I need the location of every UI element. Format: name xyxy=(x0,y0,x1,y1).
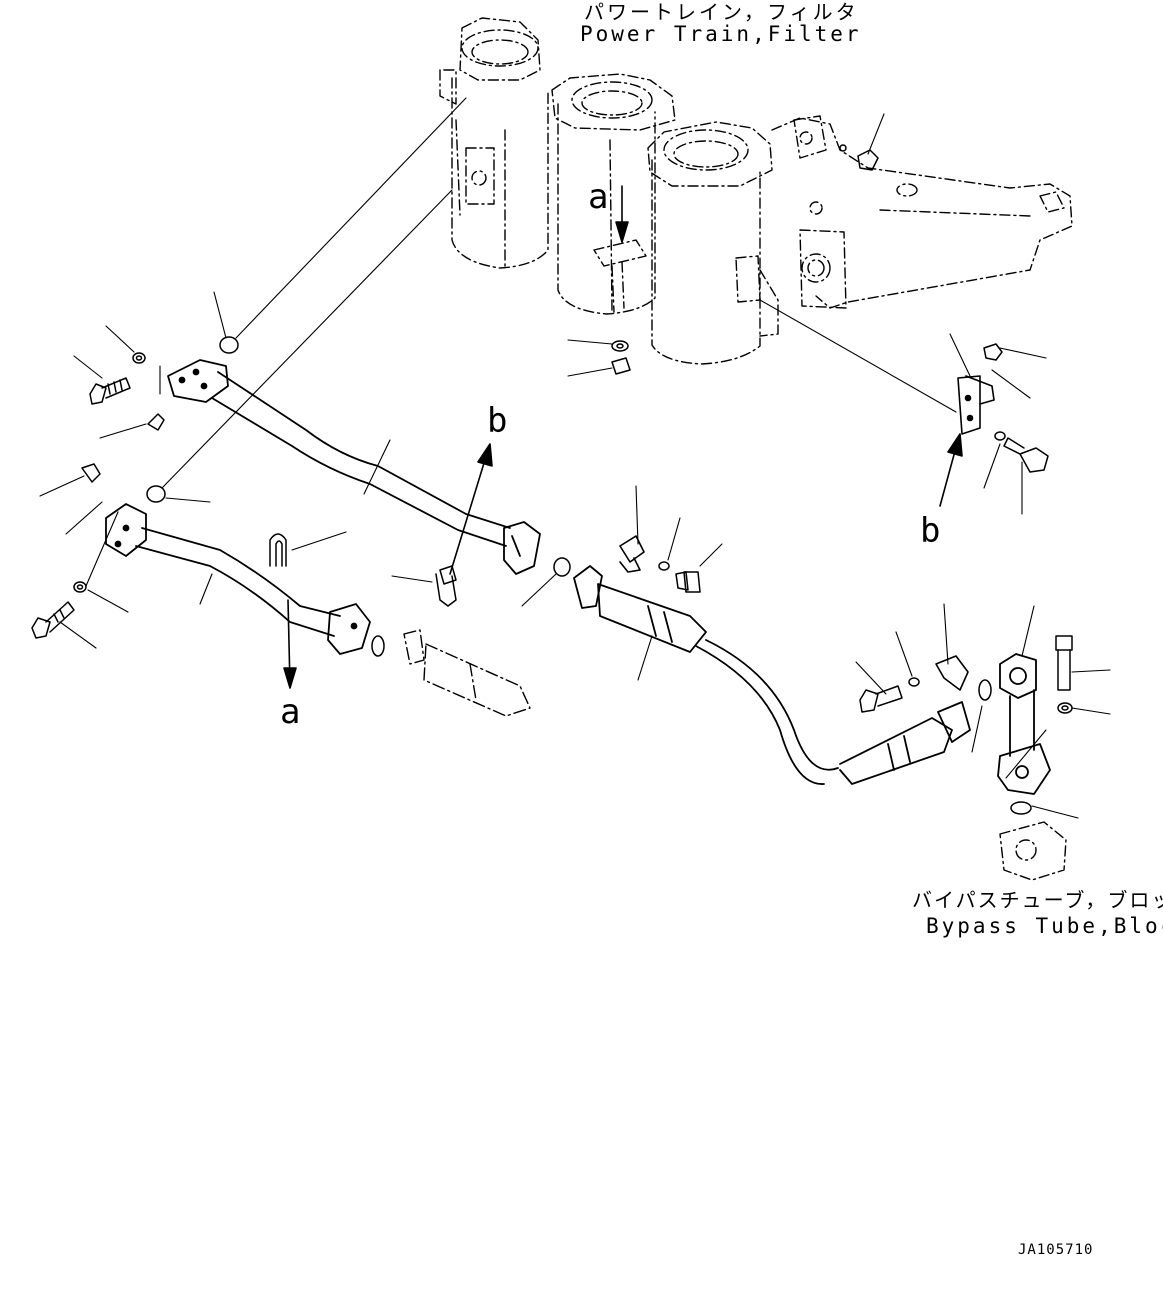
drawing-id: JA105710 xyxy=(1018,1242,1094,1258)
main-hose xyxy=(574,566,970,784)
power-train-filter-label-en: Power Train,Filter xyxy=(580,22,862,46)
view-arrow-a-bottom xyxy=(284,600,296,688)
mounting-bracket xyxy=(958,376,994,434)
seals-and-washers xyxy=(74,337,1072,814)
view-arrow-a-top xyxy=(616,186,628,242)
upper-tube xyxy=(168,360,540,574)
view-arrow-b-top xyxy=(450,444,492,574)
view-marker-b-top: b xyxy=(487,401,508,441)
leader-lines xyxy=(40,114,1110,818)
power-train-filter-label-jp: パワートレイン，フィルタ xyxy=(584,0,859,24)
bypass-tube xyxy=(998,654,1050,794)
bypass-tube-block-label-jp: バイパスチューブ，ブロック xyxy=(912,888,1163,912)
view-marker-a-top: a xyxy=(588,177,609,217)
view-marker-a-bottom: a xyxy=(280,692,301,732)
power-train-filter-housing xyxy=(440,18,1072,364)
view-arrow-b-bottom xyxy=(940,434,962,506)
view-marker-b-bottom: b xyxy=(920,511,941,551)
lower-tube xyxy=(106,504,370,654)
elbow-connector xyxy=(436,566,456,606)
u-clip xyxy=(270,534,286,566)
bypass-block xyxy=(1000,822,1066,880)
bolts xyxy=(32,344,1072,712)
hose-clamps xyxy=(620,536,968,690)
plug-fitting-top xyxy=(840,145,878,170)
bypass-tube-block-label-en: Bypass Tube,Block xyxy=(926,914,1163,938)
assembly-center-lines xyxy=(86,98,956,586)
hose-left-reference xyxy=(404,630,530,716)
